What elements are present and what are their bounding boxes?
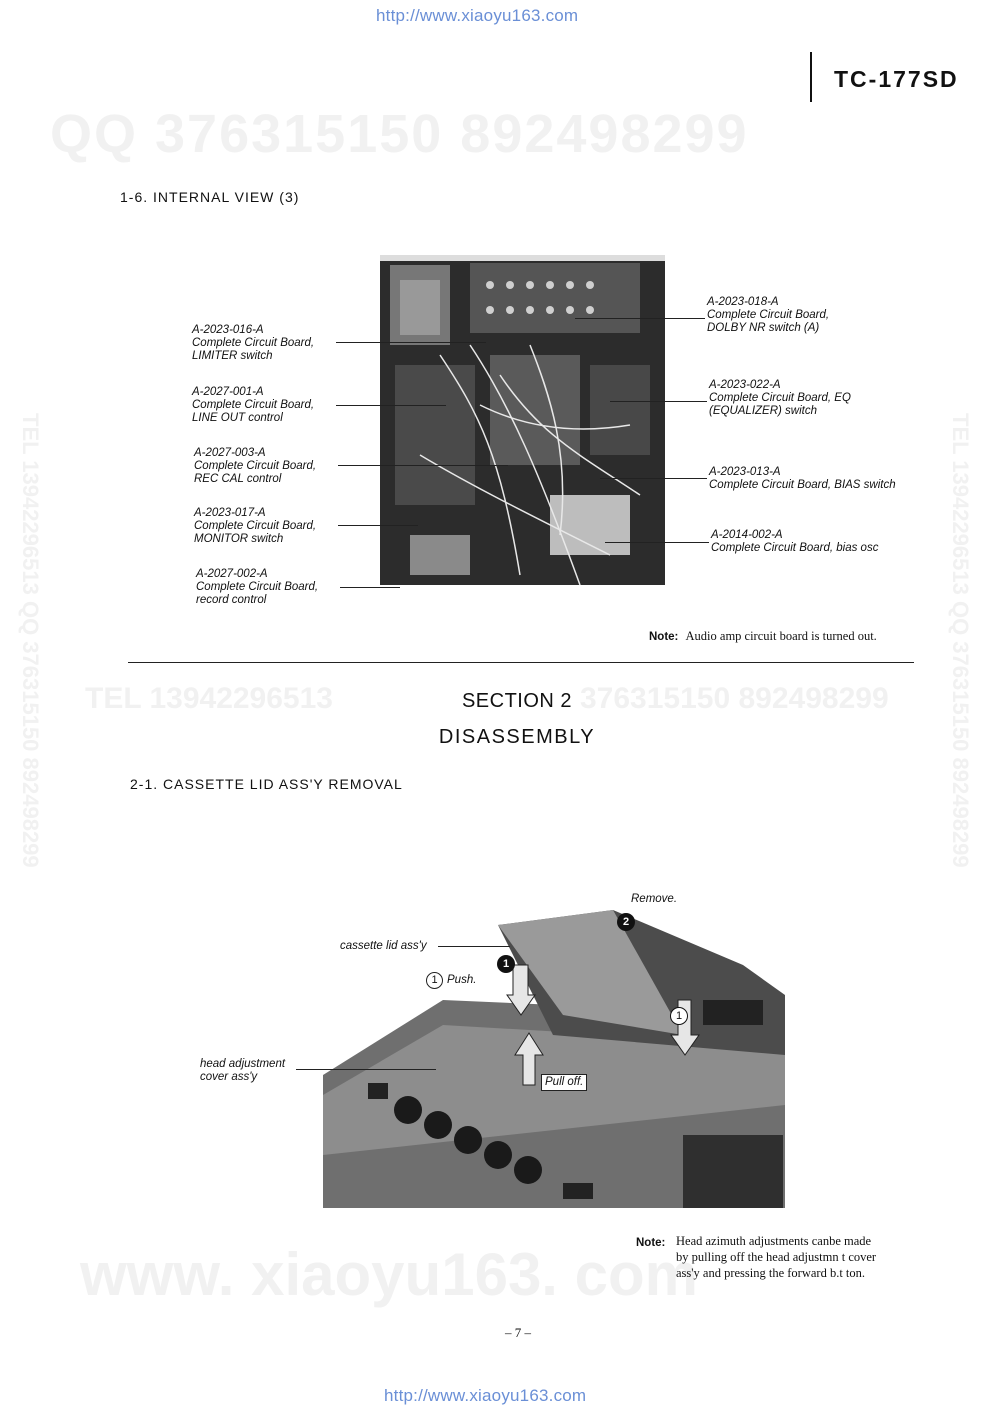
label-a-2027-001-a: A-2027-001-A Complete Circuit Board, LIN…	[192, 386, 314, 425]
note-head-azimuth: Note: Head azimuth adjustments canbe mad…	[636, 1233, 876, 1281]
label-line2: LINE OUT control	[192, 412, 283, 424]
leader-line	[336, 405, 446, 406]
label-line1: Complete Circuit Board,	[194, 520, 317, 532]
leader-line	[605, 542, 709, 543]
push-text: Push.	[447, 974, 477, 986]
label-code: A-2023-022-A	[709, 379, 781, 391]
note-line: ass'y and pressing the forward b.t ton.	[676, 1266, 866, 1280]
label-line1: Complete Circuit Board, BIAS switch	[709, 479, 896, 491]
cassette-lid-photo	[323, 905, 785, 1208]
top-url: http://www.xiaoyu163.com	[376, 6, 579, 25]
leader-line	[610, 401, 707, 402]
note-text: Audio amp circuit board is turned out.	[685, 629, 877, 643]
model-number: TC-177SD	[834, 66, 959, 92]
step-1-marker: 1	[497, 955, 515, 973]
label-a-2023-022-a: A-2023-022-A Complete Circuit Board, EQ …	[709, 379, 851, 418]
section-heading-internal-view: 1-6. INTERNAL VIEW (3)	[120, 189, 300, 205]
label-line1: Complete Circuit Board,	[707, 309, 830, 321]
label-line2: MONITOR switch	[194, 533, 284, 545]
section-subtitle: DISASSEMBLY	[438, 726, 596, 748]
note-label: Note:	[636, 1237, 666, 1249]
watermark-bottom: www. xiaoyu163. com	[80, 1241, 699, 1308]
label-line2: record control	[196, 594, 267, 606]
label-push: 1 Push.	[426, 972, 476, 989]
label-code: A-2023-018-A	[707, 296, 779, 308]
label-line1: Complete Circuit Board,	[192, 399, 315, 411]
label-line1: Complete Circuit Board, EQ	[709, 392, 851, 404]
internal-view-illustration	[380, 255, 665, 600]
step-2-marker: 2	[617, 913, 635, 931]
note-line: Head azimuth adjustments canbe made	[676, 1234, 872, 1248]
label-a-2023-017-a: A-2023-017-A Complete Circuit Board, MON…	[194, 507, 316, 546]
label-a-2027-003-a: A-2027-003-A Complete Circuit Board, REC…	[194, 447, 316, 486]
note-line: by pulling off the head adjustmn t cover	[676, 1250, 877, 1264]
label-line2: DOLBY NR switch (A)	[707, 322, 820, 334]
label-cassette-lid: cassette lid ass'y	[340, 940, 427, 952]
internal-view-photo	[380, 255, 665, 600]
label-a-2023-016-a: A-2023-016-A Complete Circuit Board, LIM…	[192, 324, 314, 363]
label-a-2014-002-a: A-2014-002-A Complete Circuit Board, bia…	[711, 529, 878, 555]
label-pull-off: Pull off.	[541, 1074, 588, 1091]
label-code: A-2023-017-A	[194, 507, 266, 519]
head-adj-line2: cover ass'y	[200, 1071, 258, 1083]
note-label: Note:	[649, 631, 679, 643]
section-title: SECTION 2	[461, 690, 573, 712]
note-internal-view: Note: Audio amp circuit board is turned …	[649, 628, 877, 645]
leader-line	[336, 342, 486, 343]
section-heading-cassette-lid: 2-1. CASSETTE LID ASS'Y REMOVAL	[130, 776, 403, 792]
watermark-qq-mid: 376315150 892498299	[580, 682, 889, 715]
label-head-adjustment: head adjustment cover ass'y	[200, 1058, 285, 1084]
label-a-2023-018-a: A-2023-018-A Complete Circuit Board, DOL…	[707, 296, 829, 335]
cassette-deck-illustration	[323, 910, 785, 1208]
label-remove: Remove.	[631, 893, 678, 905]
label-line2: LIMITER switch	[192, 350, 273, 362]
model-rule	[810, 52, 812, 102]
section-divider	[128, 662, 914, 663]
label-line2: (EQUALIZER) switch	[709, 405, 817, 417]
leader-line	[575, 318, 705, 319]
head-adj-line1: head adjustment	[200, 1058, 286, 1070]
label-code: A-2014-002-A	[711, 529, 783, 541]
leader-line	[338, 525, 418, 526]
label-code: A-2027-001-A	[192, 386, 264, 398]
label-line1: Complete Circuit Board,	[192, 337, 315, 349]
leader-line	[438, 946, 510, 947]
label-line1: Complete Circuit Board, bias osc	[711, 542, 879, 554]
label-line1: Complete Circuit Board,	[194, 460, 317, 472]
label-a-2027-002-a: A-2027-002-A Complete Circuit Board, rec…	[196, 568, 318, 607]
label-code: A-2023-013-A	[709, 466, 781, 478]
leader-line	[338, 465, 508, 466]
label-line2: REC CAL control	[194, 473, 282, 485]
bottom-url: http://www.xiaoyu163.com	[384, 1386, 587, 1405]
page-number: – 7 –	[505, 1325, 531, 1340]
label-code: A-2027-003-A	[194, 447, 266, 459]
watermark-qq-top: QQ 376315150 892498299	[50, 104, 749, 164]
label-code: A-2023-016-A	[192, 324, 264, 336]
watermark-tel-mid: TEL 13942296513	[85, 682, 333, 715]
label-a-2023-013-a: A-2023-013-A Complete Circuit Board, BIA…	[709, 466, 896, 492]
label-code: A-2027-002-A	[196, 568, 268, 580]
step-1b-marker: 1	[670, 1007, 688, 1025]
label-line1: Complete Circuit Board,	[196, 581, 319, 593]
leader-line	[600, 478, 707, 479]
push-number: 1	[426, 972, 443, 989]
leader-line	[296, 1069, 436, 1070]
leader-line	[340, 587, 400, 588]
